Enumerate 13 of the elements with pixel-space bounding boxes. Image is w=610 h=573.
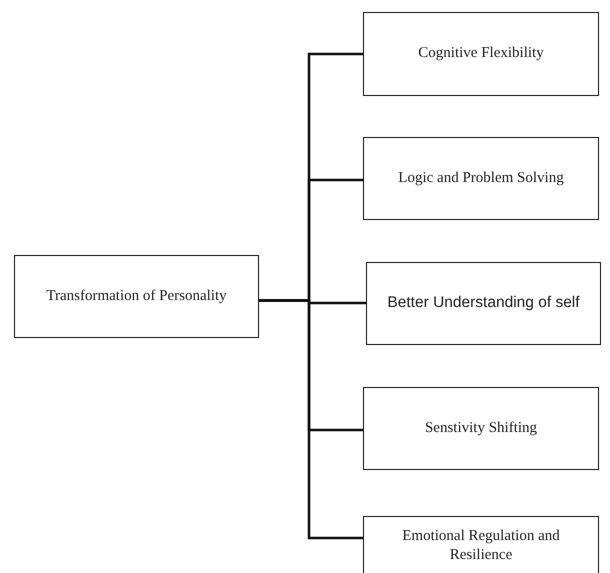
text-box [363, 516, 599, 573]
connector-line [259, 299, 363, 540]
box-label: Logic and Problem Solving [397, 168, 565, 188]
text-box [363, 387, 599, 470]
text-box [366, 262, 601, 345]
text-box [363, 12, 599, 96]
box-label: Better Understanding of self [386, 293, 581, 314]
box-label: Transformation of Personality [45, 286, 228, 306]
text-box [14, 255, 259, 338]
box-label: Senstivity Shifting [424, 418, 538, 438]
box-label: Emotional Regulation and Resilience [401, 526, 561, 565]
text-box [363, 137, 599, 220]
box-label: Cognitive Flexibility [417, 44, 545, 64]
